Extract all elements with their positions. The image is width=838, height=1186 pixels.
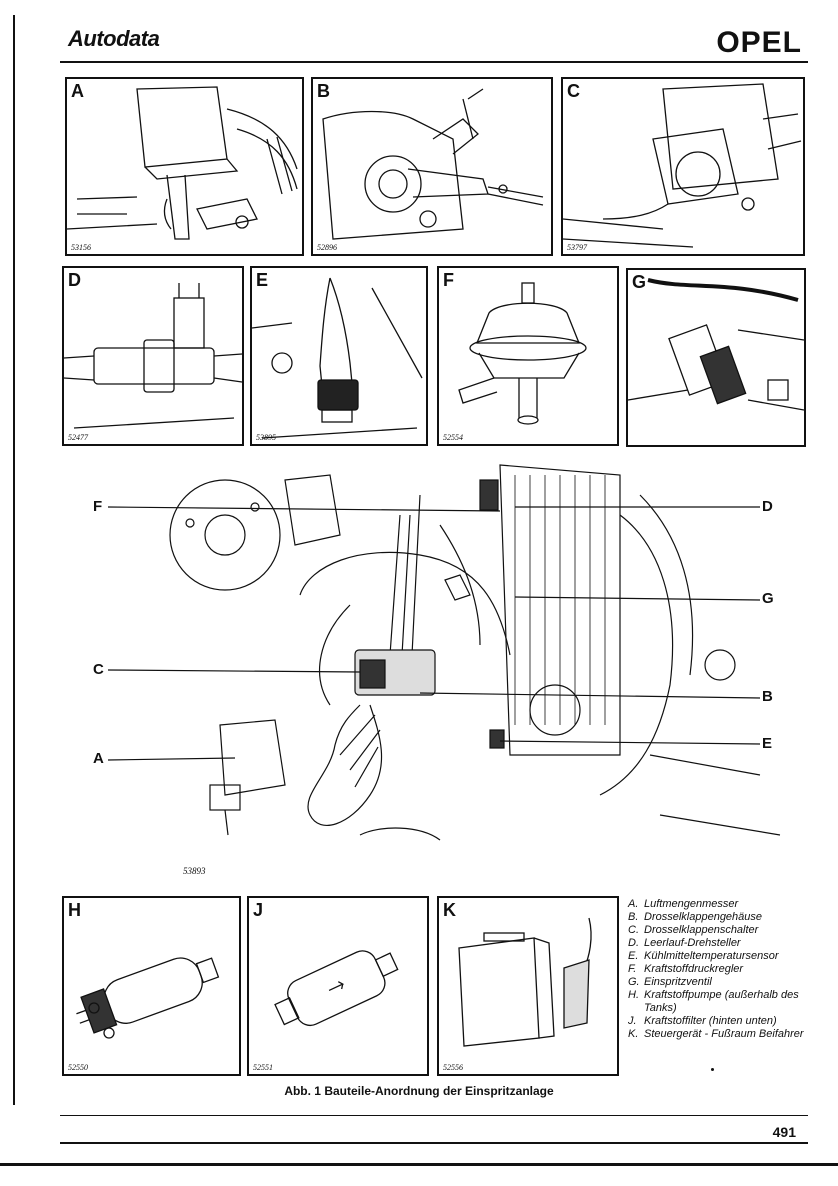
legend-text: Einspritzventil [644,976,712,988]
air-flow-meter-illustration [67,86,298,240]
coolant-sensor-illustration [252,277,423,439]
panel-letter: C [567,81,580,101]
callout-b: B [762,688,773,705]
legend-key: H. [628,989,639,1001]
legend-item: G. Einspritzventil [628,976,808,989]
callout-c: C [93,661,104,678]
footer-rule-bottom [60,1142,808,1144]
panel-c: C 53797 [561,77,805,256]
legend-item: H. Kraftstoffpumpe (außerhalb des Tanks) [628,989,808,1015]
callout-a: A [93,750,104,767]
brand-logo: Autodata [68,26,160,51]
figure-caption: Abb. 1 Bauteile-Anordnung der Einspritza… [284,1084,554,1098]
legend-item: K. Steuergerät - Fußraum Beifahrer [628,1028,808,1041]
legend-key: D. [628,937,639,949]
callout-e: E [762,735,773,752]
callout-d: D [762,498,773,515]
panel-code: 52551 [253,1063,273,1072]
component-legend: A. Luftmengenmesser B. Drosselklappengehäu… [628,898,808,1041]
idle-actuator-illustration [64,283,242,429]
panel-code: 52554 [443,433,463,442]
fuel-filter-illustration [274,950,399,1027]
legend-text: Kraftstoffilter (hinten unten) [644,1015,777,1027]
panel-e: E 53895 [250,266,428,446]
legend-item: D. Leerlauf-Drehsteller [628,937,808,950]
legend-text: Luftmengenmesser [644,898,739,910]
page-edge-line [0,1163,838,1166]
callout-f: F [93,498,103,515]
panel-d: D 52477 [62,266,244,446]
engine-bay-diagram [107,464,781,841]
panel-letter: E [256,270,269,290]
panel-letter: H [68,900,81,920]
footer-rule-top [60,1115,808,1116]
throttle-switch-illustration [563,83,802,248]
header-rule [60,61,808,63]
legend-key: K. [628,1028,639,1040]
panel-letter: A [71,81,84,101]
diagram-code: 53893 [183,866,206,876]
legend-text: Drosselklappengehäuse [644,911,763,923]
fuel-pump-illustration [76,957,220,1039]
legend-item: F. Kraftstoffdruckregler [628,963,808,976]
panel-code: 53895 [256,433,276,442]
panel-letter: G [632,272,647,292]
panel-letter: F [443,270,454,290]
margin-dot [711,1068,714,1071]
panel-letter: D [68,270,81,290]
panel-letter: B [317,81,330,101]
panel-code: 52550 [68,1063,88,1072]
throttle-body-illustration [322,88,544,240]
legend-text: Kraftstoffpumpe (außerhalb des Tanks) [644,989,799,1014]
legend-item: C. Drosselklappenschalter [628,924,808,937]
legend-key: C. [628,924,639,936]
panel-a: A 53156 [65,77,304,256]
panel-code: 52896 [317,243,337,252]
panel-code: 53797 [567,243,587,252]
legend-item: A. Luftmengenmesser [628,898,808,911]
panel-code: 52556 [443,1063,463,1072]
legend-key: B. [628,911,639,923]
injector-illustration [628,278,804,411]
callout-g: G [762,590,774,607]
panel-f: F 52554 [437,266,619,446]
legend-item: B. Drosselklappengehäuse [628,911,808,924]
legend-key: E. [628,950,639,962]
legend-text: Kraftstoffdruckregler [644,963,744,975]
panel-code: 52477 [68,433,88,442]
legend-text: Kühlmitteltemperatursensor [644,950,779,962]
legend-key: J. [628,1015,637,1027]
legend-key: F. [628,963,637,975]
panel-j: J 52551 [247,896,429,1076]
panel-k: K 52556 [437,896,619,1076]
legend-key: A. [628,898,639,910]
panel-g: G [626,268,806,447]
ecu-illustration [458,917,592,1047]
legend-item: E. Kühlmitteltemperatursensor [628,950,808,963]
panel-b: B 52896 [311,77,553,256]
panel-h: H 52550 [62,896,241,1076]
panel-letter: K [443,900,456,920]
legend-text: Leerlauf-Drehsteller [644,937,741,949]
legend-key: G. [628,976,640,988]
legend-item: J. Kraftstoffilter (hinten unten) [628,1015,808,1028]
legend-text: Steuergerät - Fußraum Beifahrer [644,1028,804,1040]
page-number: 491 [772,1124,796,1140]
panel-code: 53156 [71,243,91,252]
left-margin-line [13,15,15,1105]
panel-letter: J [253,900,264,920]
fuel-pressure-regulator-illustration [458,282,587,425]
vehicle-make: OPEL [716,26,802,59]
legend-text: Drosselklappenschalter [644,924,759,936]
